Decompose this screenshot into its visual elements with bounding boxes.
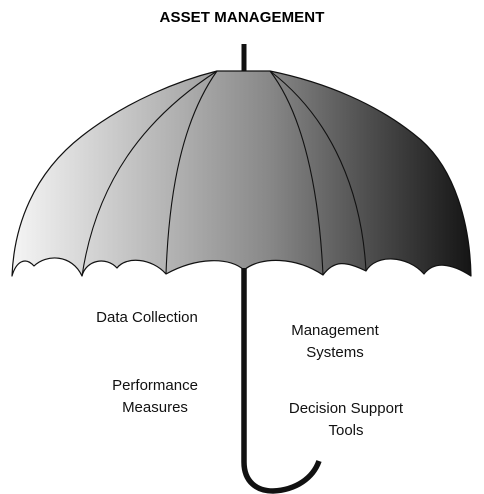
performance-measures-label: Performance Measures (80, 375, 230, 419)
data-collection-label: Data Collection (72, 307, 222, 329)
umbrella-rib-right-inner (269, 70, 324, 276)
performance-measures-line-2: Measures (122, 399, 188, 416)
umbrella-canopy (11, 70, 472, 277)
decision-support-tools-line-1: Decision Support (288, 400, 404, 417)
umbrella-handle (241, 268, 322, 494)
umbrella-rib-left-inner (165, 70, 218, 275)
management-systems-line-1: Management (291, 322, 379, 339)
umbrella-rib-left-outer (81, 70, 218, 277)
management-systems-label: Management Systems (260, 320, 410, 364)
data-collection-text: Data Collection (96, 309, 198, 326)
decision-support-tools-label: Decision Support Tools (261, 398, 431, 442)
umbrella-rib-right-outer (269, 70, 367, 272)
performance-measures-line-1: Performance (112, 377, 198, 394)
decision-support-tools-line-2: Tools (328, 422, 364, 439)
diagram-title: ASSET MANAGEMENT (159, 9, 325, 26)
management-systems-line-2: Systems (306, 344, 364, 361)
